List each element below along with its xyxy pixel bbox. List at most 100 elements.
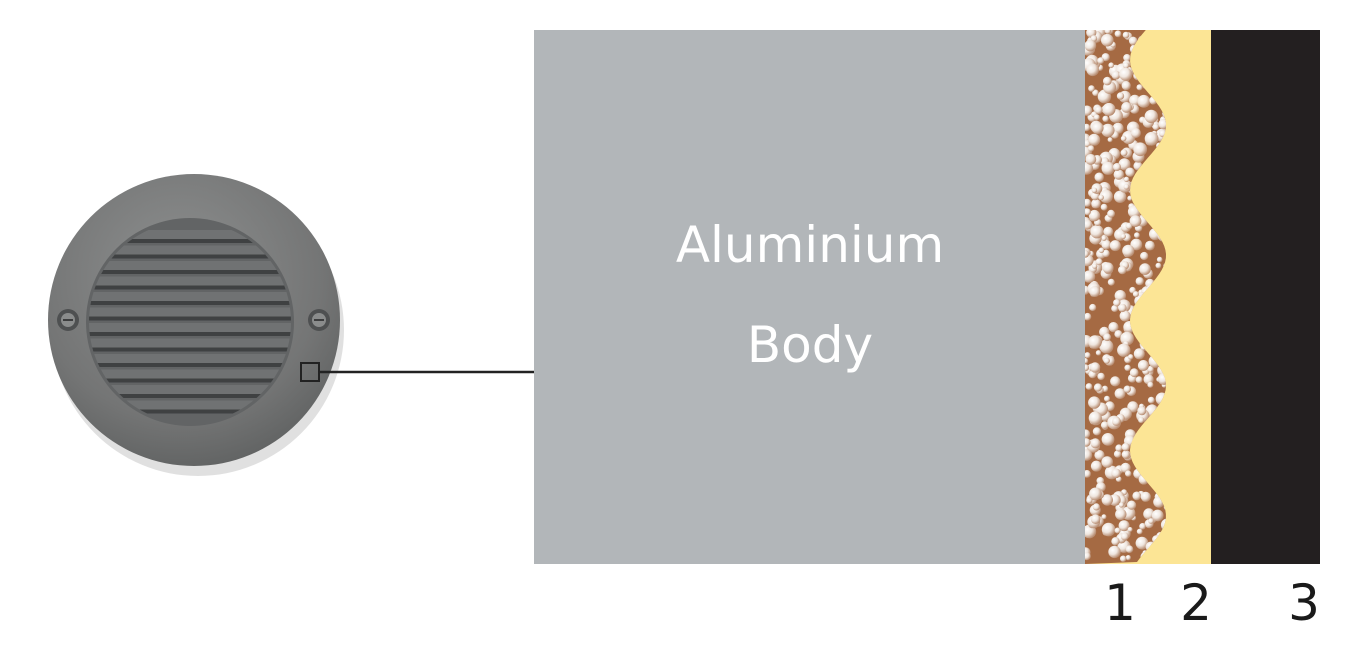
- texture-bubble: [1112, 417, 1121, 426]
- louvre-slat: [80, 308, 300, 317]
- texture-bubble: [1123, 32, 1130, 39]
- texture-bubble: [1091, 199, 1101, 209]
- texture-bubble: [1096, 350, 1101, 355]
- texture-bubble: [1124, 365, 1130, 371]
- texture-bubble: [1132, 492, 1141, 501]
- texture-bubble: [1148, 397, 1155, 404]
- texture-bubble: [1089, 286, 1100, 297]
- texture-bubble: [1156, 263, 1162, 269]
- texture-bubble: [1153, 124, 1160, 131]
- texture-bubble: [1122, 450, 1130, 458]
- texture-bubble: [1099, 248, 1105, 254]
- louvre-gap: [80, 363, 300, 367]
- texture-bubble: [1102, 162, 1115, 175]
- texture-bubble: [1138, 360, 1149, 371]
- texture-bubble: [1157, 257, 1163, 263]
- texture-bubble: [1137, 529, 1143, 535]
- texture-bubble: [1103, 262, 1114, 273]
- texture-bubble: [1084, 209, 1091, 216]
- texture-bubble: [1104, 358, 1110, 364]
- texture-bubble: [1102, 523, 1116, 537]
- texture-bubble: [1126, 545, 1134, 553]
- texture-bubble: [1103, 227, 1113, 237]
- texture-bubble: [1091, 461, 1102, 472]
- texture-bubble: [1095, 106, 1103, 114]
- texture-bubble: [1101, 236, 1106, 241]
- louvre-gap: [80, 348, 300, 352]
- body-label-line2: Body: [747, 316, 873, 374]
- texture-bubble: [1115, 528, 1121, 534]
- texture-bubble: [1127, 501, 1136, 510]
- texture-bubble: [1098, 195, 1104, 201]
- texture-bubble: [1145, 241, 1155, 251]
- texture-bubble: [1110, 376, 1120, 386]
- texture-bubble: [1084, 352, 1090, 358]
- texture-bubble: [1118, 266, 1127, 275]
- texture-bubble: [1101, 204, 1108, 211]
- texture-bubble: [1117, 344, 1130, 357]
- texture-bubble: [1094, 383, 1102, 391]
- layer-number-2: 2: [1180, 574, 1212, 632]
- texture-bubble: [1119, 68, 1132, 81]
- louvre-gap: [80, 332, 300, 336]
- texture-bubble: [1120, 556, 1126, 562]
- texture-bubble: [1125, 470, 1131, 476]
- texture-bubble: [1128, 354, 1133, 359]
- texture-bubble: [1117, 92, 1124, 99]
- louvre-gap: [80, 270, 300, 274]
- texture-bubble: [1136, 376, 1143, 383]
- texture-bubble: [1090, 225, 1103, 238]
- texture-bubble: [1108, 279, 1115, 286]
- texture-bubble: [1121, 102, 1132, 113]
- texture-bubble: [1131, 128, 1141, 138]
- texture-bubble: [1130, 368, 1139, 377]
- texture-bubble: [1121, 234, 1126, 239]
- texture-bubble: [1145, 110, 1158, 123]
- texture-bubble: [1090, 438, 1100, 448]
- texture-bubble: [1092, 264, 1097, 269]
- texture-bubble: [1111, 469, 1121, 479]
- texture-bubble: [1101, 456, 1113, 468]
- louvre-slat: [80, 292, 300, 301]
- texture-bubble: [1133, 291, 1139, 297]
- texture-bubble: [1148, 518, 1154, 524]
- texture-bubble: [1111, 537, 1119, 545]
- texture-bubble: [1141, 492, 1151, 502]
- texture-bubble: [1094, 114, 1100, 120]
- texture-bubble: [1122, 245, 1134, 257]
- texture-bubble: [1114, 169, 1124, 179]
- texture-bubble: [1124, 184, 1130, 190]
- texture-bubble: [1115, 444, 1122, 451]
- texture-bubble: [1089, 304, 1096, 311]
- texture-bubble: [1102, 116, 1108, 122]
- texture-bubble: [1088, 145, 1094, 151]
- aluminium-body: [534, 30, 1090, 564]
- texture-bubble: [1090, 362, 1100, 372]
- texture-bubble: [1112, 71, 1121, 80]
- texture-bubble: [1134, 348, 1145, 359]
- texture-bubble: [1128, 527, 1133, 532]
- texture-bubble: [1103, 333, 1111, 341]
- texture-bubble: [1122, 81, 1131, 90]
- texture-bubble: [1108, 546, 1120, 558]
- screw-icon: [57, 309, 79, 331]
- texture-bubble: [1085, 154, 1096, 165]
- texture-bubble: [1136, 277, 1144, 285]
- texture-bubble: [1121, 149, 1128, 156]
- texture-bubble: [1095, 173, 1104, 182]
- texture-bubble: [1088, 396, 1100, 408]
- louvre-slat: [80, 261, 300, 270]
- texture-bubble: [1133, 142, 1147, 156]
- louvre-slat: [80, 370, 300, 379]
- texture-bubble: [1145, 132, 1159, 146]
- texture-bubble: [1124, 386, 1131, 393]
- texture-bubble: [1105, 28, 1111, 34]
- texture-bubble: [1096, 258, 1103, 265]
- louvre-slat: [80, 323, 300, 332]
- texture-bubble: [1092, 122, 1104, 134]
- texture-bubble: [1125, 168, 1134, 177]
- louvre-gap: [80, 301, 300, 305]
- texture-bubble: [1122, 443, 1130, 451]
- layer-3-topcoat: [1209, 30, 1320, 564]
